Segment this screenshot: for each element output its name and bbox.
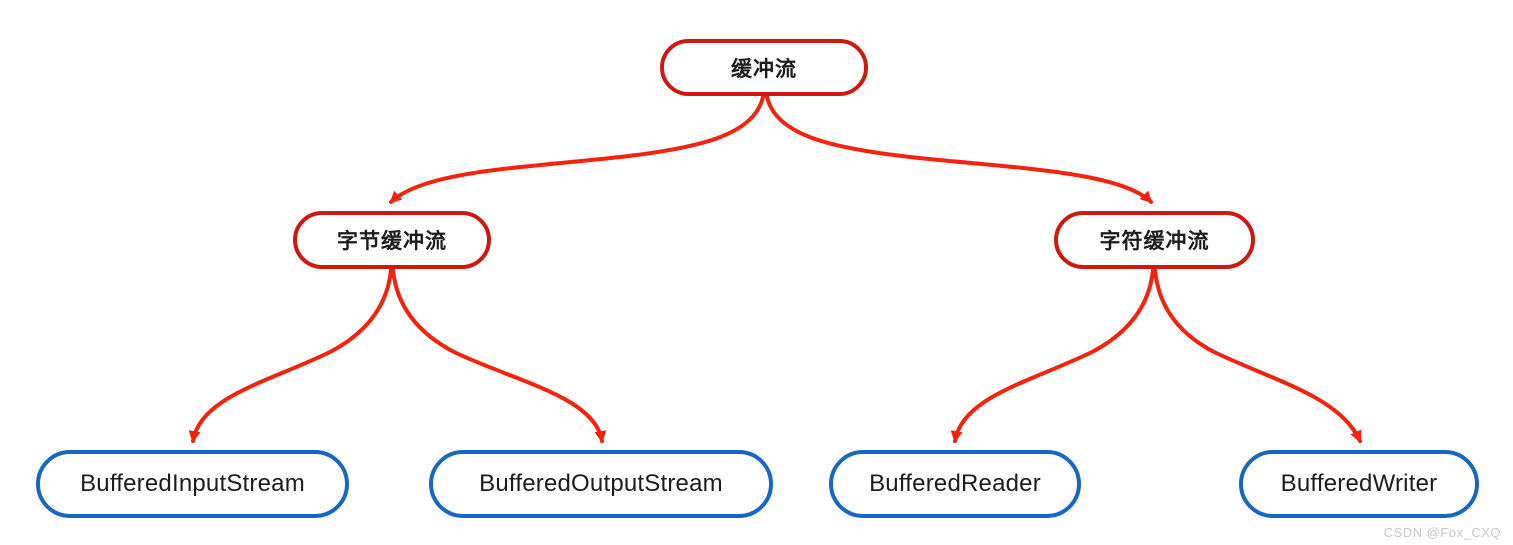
node-label: BufferedWriter [1280,470,1438,497]
buffered-writer-node: BufferedWriter [1239,450,1479,518]
buffered-input-stream-node: BufferedInputStream [36,450,349,518]
edge-char-to-bufferedwriter [1153,268,1362,443]
edge-buffered-to-byte-buffered [389,95,765,204]
csdn-watermark: CSDN @Fox_CXQ [1383,525,1501,540]
edge-buffered-to-char-buffered [765,95,1153,204]
buffered-output-stream-node: BufferedOutputStream [429,450,773,518]
node-label: 字符缓冲流 [1099,230,1210,253]
buffered-reader-node: BufferedReader [829,450,1081,518]
node-label: BufferedReader [869,470,1041,497]
node-label: 缓冲流 [731,57,797,81]
edge-byte-to-bufferedoutputstream [391,268,607,443]
node-label: BufferedOutputStream [479,470,723,497]
edge-byte-to-bufferedinputstream [188,268,393,443]
buffered-stream-root-node: 缓冲流 [660,39,868,96]
byte-buffered-stream-node: 字节缓冲流 [293,211,491,269]
node-label: 字节缓冲流 [337,230,447,253]
edge-char-to-bufferedreader [950,268,1155,443]
node-label: BufferedInputStream [80,470,305,497]
char-buffered-stream-node: 字符缓冲流 [1054,211,1255,269]
